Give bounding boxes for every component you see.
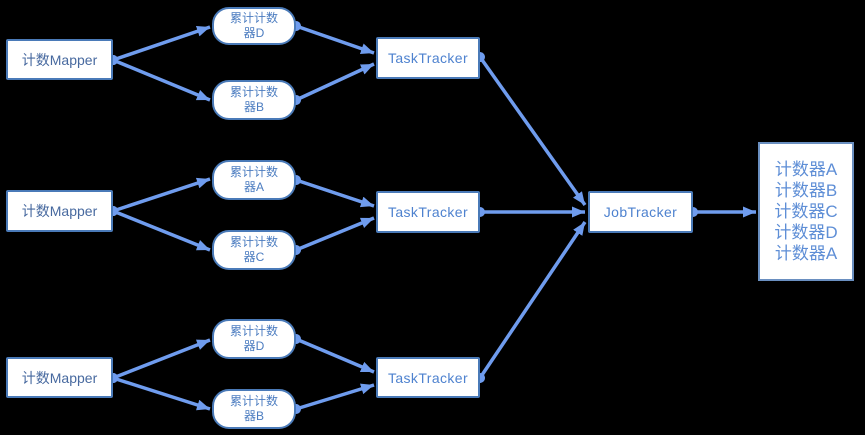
- node-label-line1: 累计计数: [229, 165, 278, 179]
- node-counter-b-3: 累计计数 器B: [212, 389, 296, 429]
- edge-tasktracker1-jobtracker: [475, 52, 587, 207]
- node-label-line1: 累计计数: [229, 85, 278, 99]
- edge-counter-a2-tasktracker2: [291, 175, 375, 208]
- node-label: 计数Mapper: [21, 369, 98, 386]
- output-line: 计数器A: [774, 160, 838, 179]
- node-label-line2: 器D: [243, 339, 265, 353]
- node-label-line2: 器D: [243, 26, 265, 40]
- edge-mapper2-counter-a2: [108, 177, 211, 216]
- edge-tasktracker3-jobtracker: [475, 221, 587, 383]
- node-counter-d-3: 累计计数 器D: [212, 319, 296, 359]
- edge-counter-b1-tasktracker1: [291, 62, 375, 105]
- node-count-mapper-2: 计数Mapper: [6, 190, 113, 232]
- node-label-line1: 累计计数: [229, 11, 278, 25]
- node-label-line1: 累计计数: [229, 324, 278, 338]
- node-label: 计数Mapper: [21, 203, 98, 219]
- node-counter-b-1: 累计计数 器B: [212, 80, 296, 120]
- node-count-mapper-1: 计数Mapper: [6, 39, 113, 80]
- edge-mapper1-counter-d1: [108, 25, 211, 65]
- edge-mapper1-counter-b1: [108, 55, 211, 102]
- node-counter-d-1: 累计计数 器D: [212, 7, 296, 45]
- output-line: 计数器A: [774, 244, 838, 263]
- node-label-line2: 器B: [243, 100, 264, 114]
- node-jobtracker: JobTracker: [588, 191, 693, 233]
- node-counters-output: 计数器A 计数器B 计数器C 计数器D 计数器A: [758, 142, 854, 281]
- output-line: 计数器D: [774, 223, 838, 242]
- node-label: JobTracker: [603, 204, 678, 220]
- node-count-mapper-3: 计数Mapper: [6, 357, 113, 398]
- node-label-line1: 累计计数: [229, 235, 278, 249]
- node-label-line2: 器B: [243, 409, 264, 423]
- edge-mapper2-counter-c2: [108, 206, 211, 252]
- output-line: 计数器C: [774, 202, 838, 221]
- node-counter-c-2: 累计计数 器C: [212, 230, 296, 270]
- node-label: 计数Mapper: [21, 51, 98, 68]
- edge-counter-d1-tasktracker1: [291, 21, 375, 55]
- node-label-line2: 器A: [243, 180, 264, 194]
- node-label-line1: 累计计数: [229, 394, 278, 408]
- edge-mapper3-counter-d3: [108, 338, 211, 383]
- node-tasktracker-3: TaskTracker: [376, 357, 480, 398]
- node-label: TaskTracker: [387, 369, 469, 386]
- edge-mapper3-counter-b3: [108, 373, 211, 411]
- node-tasktracker-1: TaskTracker: [376, 37, 480, 79]
- node-label: TaskTracker: [387, 204, 469, 220]
- node-counter-a-2: 累计计数 器A: [212, 160, 296, 200]
- edge-counter-d3-tasktracker3: [291, 334, 375, 374]
- edge-counter-c2-tasktracker2: [291, 216, 375, 255]
- edge-counter-b3-tasktracker3: [291, 383, 375, 414]
- node-tasktracker-2: TaskTracker: [376, 191, 480, 233]
- node-label-line2: 器C: [243, 250, 265, 264]
- output-line: 计数器B: [774, 181, 838, 200]
- node-label: TaskTracker: [387, 50, 469, 66]
